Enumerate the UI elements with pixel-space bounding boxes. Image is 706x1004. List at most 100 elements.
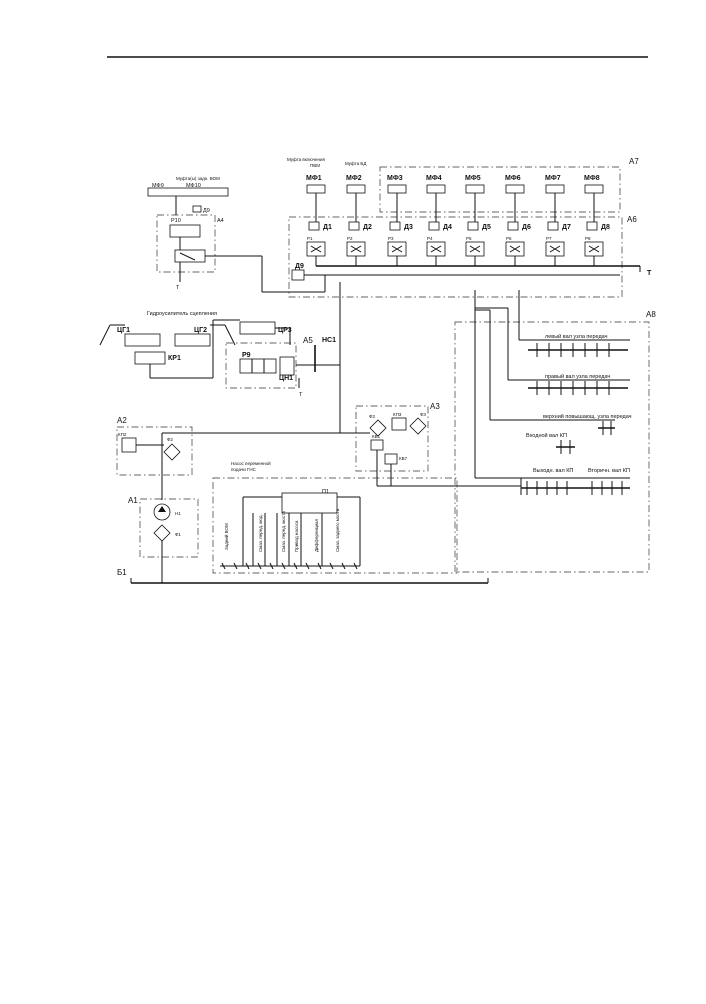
a1-f1-label: Ф1	[175, 532, 181, 537]
tank-mark-a6: Т	[647, 270, 652, 277]
clutch-label: МФ5	[465, 175, 481, 182]
cylinder-cr3	[239, 321, 276, 335]
clutch-label: МФ6	[505, 175, 521, 182]
shaft-input-label: Входной вал КП	[526, 432, 567, 439]
valve-kp3	[391, 417, 407, 431]
valve-kv1	[370, 439, 384, 451]
group-a3-label: А3	[430, 402, 440, 411]
lube-point-3: Смаз. перед. моста	[281, 511, 286, 552]
group-a1-frame	[139, 498, 199, 558]
sensor-label: Д7	[562, 224, 571, 231]
filter-f1	[153, 524, 171, 542]
group-a5-label: А5	[303, 336, 313, 345]
filter-f3	[369, 419, 387, 437]
clutch-mf3: МФ3	[387, 175, 407, 222]
clutch-mf7: МФ7	[545, 175, 565, 222]
clutch-label: МФ2	[346, 175, 362, 182]
valve-label: Р4	[427, 236, 433, 241]
group-a6-frame	[288, 216, 623, 298]
kr1-label: КР1	[168, 355, 181, 362]
shaft-left-label: левый вал узла передач	[545, 333, 608, 340]
group-b1-label: Б1	[117, 568, 127, 577]
valve-label: Р7	[546, 236, 552, 241]
pump-note-line-1: Насос переменной	[231, 460, 271, 466]
clutch-label: МФ4	[426, 175, 442, 182]
valve-kp2	[121, 437, 137, 453]
filter-f2	[163, 443, 181, 461]
clutch-mf5: МФ5	[465, 175, 485, 222]
cn1-label: ЦН1	[279, 375, 293, 382]
clutch-label: МФ8	[584, 175, 600, 182]
a2-kp2-label: КП2	[118, 432, 127, 437]
lube-point-4: Привод насоса	[294, 520, 299, 552]
valve-unit-1: Д1 Р1	[306, 221, 332, 266]
label-mufta-pvm-2: ПВМ	[310, 163, 320, 168]
a3-kp3-label: КП3	[393, 412, 402, 417]
valve-unit-7: Д7 Р7	[545, 221, 571, 266]
group-a7-frame	[379, 166, 621, 213]
lube-point-6: Смаз. заднего моста	[335, 508, 340, 552]
a5-tank-label: Т	[299, 392, 303, 398]
lube-point-5: Дифференциал	[314, 518, 319, 552]
r9-label: Р9	[242, 352, 251, 359]
group-a2-frame	[116, 426, 193, 476]
shaft-secondary-label: Вторичн. вал КП	[588, 468, 630, 474]
label-mufta-bd: Муфта БД	[345, 161, 366, 166]
valve-kv7	[384, 453, 398, 465]
valve-unit-6: Д6 Р6	[505, 221, 531, 266]
group-a4-label: А4	[217, 218, 224, 224]
clutch-mf6: МФ6	[505, 175, 525, 222]
sensor-label: Д4	[443, 224, 452, 231]
shaft-output-label: Выходн. вал КП	[533, 468, 573, 474]
a3-kv1-label: КВ1	[372, 434, 381, 439]
filter-f3b	[409, 417, 427, 435]
valve-unit-4: Д4 Р4	[426, 221, 452, 266]
clutch-label: МФ7	[545, 175, 561, 182]
valve-label: Р1	[307, 236, 313, 241]
sensor-label: Д6	[522, 224, 531, 231]
group-a6-label: А6	[627, 215, 637, 224]
sensor-label: Д1	[323, 224, 332, 231]
a4-mf9-label: МФ9	[152, 183, 164, 189]
shaft-upper-label: верхний повышающ. узла передач	[543, 413, 632, 420]
clutch-row: МФ1 МФ2 МФ3 МФ4 МФ5 МФ6	[306, 175, 604, 222]
valve-label: Р8	[585, 236, 591, 241]
group-a8-label: А8	[646, 310, 656, 319]
sensor-label: Д8	[601, 224, 610, 231]
sensor-label: Д2	[363, 224, 372, 231]
clutch-mf9-mf10	[147, 187, 229, 197]
valve-unit-5: Д5 Р5	[465, 221, 491, 266]
clutch-mf2: МФ2	[346, 175, 366, 222]
pump-note-line-2: подачи ГНС	[231, 467, 257, 472]
cylinder-cg2	[174, 333, 211, 347]
label-reverse-vom: Муфта(ы) задн. ВОМ	[176, 176, 220, 181]
valve-label: Р2	[347, 236, 353, 241]
label-mufta-pvm: Муфта включения	[287, 157, 326, 162]
a3-f3b-label: Ф3	[420, 412, 426, 417]
sensor-label: Д5	[482, 224, 491, 231]
a3-f3-label: Ф3	[369, 414, 375, 419]
p1-block	[281, 492, 338, 514]
clutch-mf4: МФ4	[426, 175, 446, 222]
valve-unit-8: Д8 Р8	[584, 221, 610, 266]
group-a8-frame	[454, 321, 650, 573]
lube-point-1: Задний ВОМ	[223, 523, 229, 550]
a4-d9-label: Д9	[203, 208, 210, 214]
cg1-label: ЦГ1	[117, 327, 130, 334]
clutch-mf8: МФ8	[584, 175, 604, 222]
clutch-label: МФ1	[306, 175, 322, 182]
lube-point-2: Смаз. перед. мод.	[258, 514, 263, 552]
a2-f2-label: Ф2	[167, 437, 173, 442]
valve-unit-2: Д2 Р2	[346, 221, 372, 266]
label-steering: Гидроусилитель сцепления	[147, 311, 217, 317]
valve-label: Р5	[466, 236, 472, 241]
cg2-label: ЦГ2	[194, 327, 207, 334]
valve-label: Р6	[506, 236, 512, 241]
a4-r10-label: Р10	[171, 218, 181, 224]
a4-tank-label: Т	[176, 285, 180, 291]
p1-label: П1	[322, 489, 329, 495]
ns1-label: НС1	[322, 337, 336, 344]
a4-mf10-label: МФ10	[186, 183, 201, 189]
